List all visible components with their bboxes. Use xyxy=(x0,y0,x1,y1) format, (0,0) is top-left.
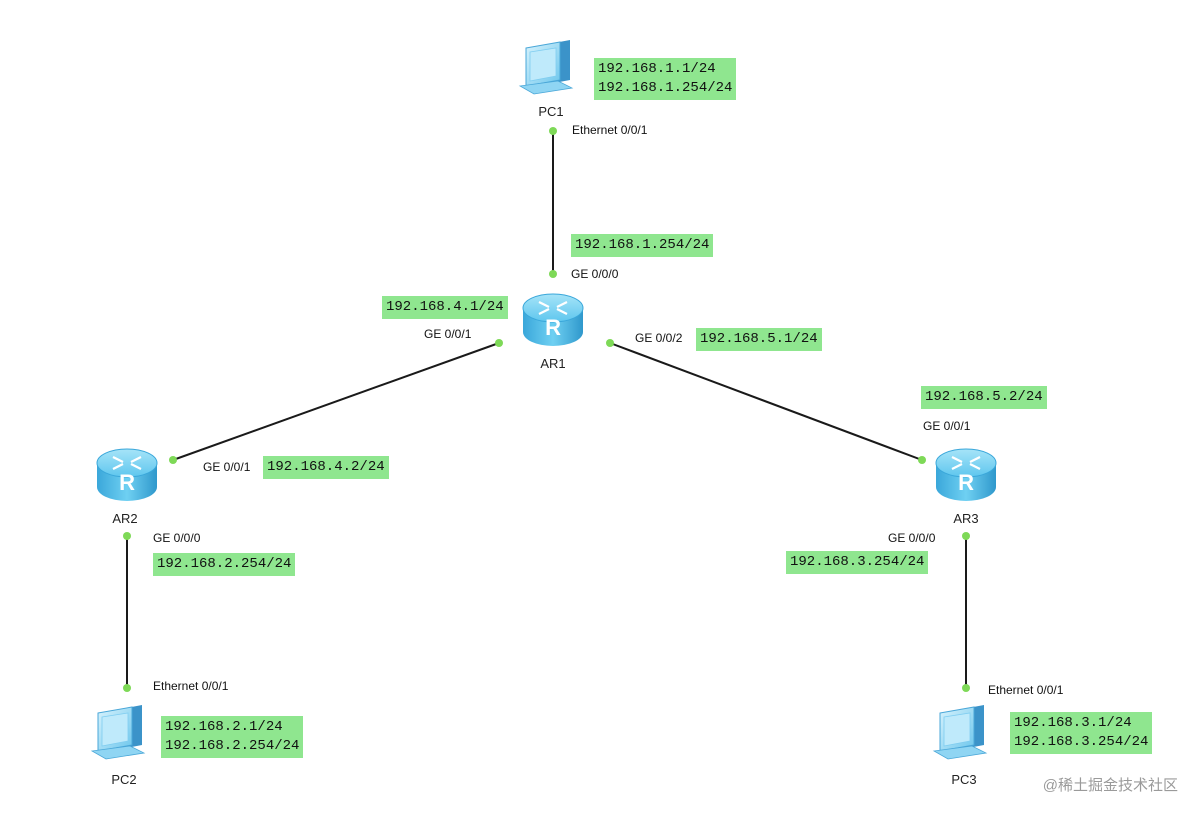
ar1-g001-label: GE 0/0/1 xyxy=(424,327,472,341)
pc3-port-label: Ethernet 0/0/1 xyxy=(988,683,1064,697)
pc1-ip: 192.168.1.1/24 xyxy=(598,61,716,77)
link-ar1-ar3 xyxy=(609,342,923,461)
port-dot-pc1-eth xyxy=(549,127,557,135)
port-dot-ar2-g000 xyxy=(123,532,131,540)
ar2-g000-ip-label: 192.168.2.254/24 xyxy=(153,553,296,576)
pc2-name: PC2 xyxy=(111,772,137,787)
ar2-g001-ip-label: 192.168.4.2/24 xyxy=(263,456,389,479)
pc3-ip-label: 192.168.3.1/24 192.168.3.254/24 xyxy=(1010,712,1153,754)
router-icon[interactable] xyxy=(521,292,585,348)
link-ar1-ar2 xyxy=(172,342,500,461)
ar2-g001-label: GE 0/0/1 xyxy=(203,460,251,474)
ar1-g002-label: GE 0/0/2 xyxy=(635,331,683,345)
desktop-pc-icon[interactable] xyxy=(91,704,145,760)
port-dot-ar3-g000 xyxy=(962,532,970,540)
ar3-g000-label: GE 0/0/0 xyxy=(888,531,936,545)
port-dot-pc3-eth xyxy=(962,684,970,692)
port-dot-ar1-g001 xyxy=(495,339,503,347)
pc1-gateway: 192.168.1.254/24 xyxy=(598,80,733,96)
ar1-g000-label: GE 0/0/0 xyxy=(571,267,619,281)
pc3-gateway: 192.168.3.254/24 xyxy=(1014,734,1149,750)
ar2-name: AR2 xyxy=(112,511,138,526)
watermark: @稀土掘金技术社区 xyxy=(1042,777,1178,794)
ar3-g000-ip-label: 192.168.3.254/24 xyxy=(786,551,929,574)
pc2-ip: 192.168.2.1/24 xyxy=(165,719,283,735)
pc3-name: PC3 xyxy=(951,772,977,787)
ar2-g000-label: GE 0/0/0 xyxy=(153,531,201,545)
router-icon[interactable] xyxy=(95,447,159,503)
ar3-name: AR3 xyxy=(953,511,979,526)
pc2-gateway: 192.168.2.254/24 xyxy=(165,738,300,754)
pc3-ip: 192.168.3.1/24 xyxy=(1014,715,1132,731)
desktop-pc-icon[interactable] xyxy=(519,39,573,95)
ar3-g001-label: GE 0/0/1 xyxy=(923,419,971,433)
port-dot-ar2-g001 xyxy=(169,456,177,464)
ar1-name: AR1 xyxy=(540,356,566,371)
port-dot-pc2-eth xyxy=(123,684,131,692)
pc1-ip-label: 192.168.1.1/24 192.168.1.254/24 xyxy=(594,58,737,100)
port-dot-ar1-g002 xyxy=(606,339,614,347)
desktop-pc-icon[interactable] xyxy=(933,704,987,760)
port-dot-ar3-g001 xyxy=(918,456,926,464)
ar3-g001-ip-label: 192.168.5.2/24 xyxy=(921,386,1047,409)
port-dot-ar1-g000 xyxy=(549,270,557,278)
pc1-port-label: Ethernet 0/0/1 xyxy=(572,123,648,137)
ar1-g002-ip-label: 192.168.5.1/24 xyxy=(696,328,822,351)
pc1-name: PC1 xyxy=(538,104,564,119)
router-icon[interactable] xyxy=(934,447,998,503)
pc2-port-label: Ethernet 0/0/1 xyxy=(153,679,229,693)
pc2-ip-label: 192.168.2.1/24 192.168.2.254/24 xyxy=(161,716,304,758)
ar1-g001-ip-label: 192.168.4.1/24 xyxy=(382,296,508,319)
ar1-g000-ip-label: 192.168.1.254/24 xyxy=(571,234,714,257)
